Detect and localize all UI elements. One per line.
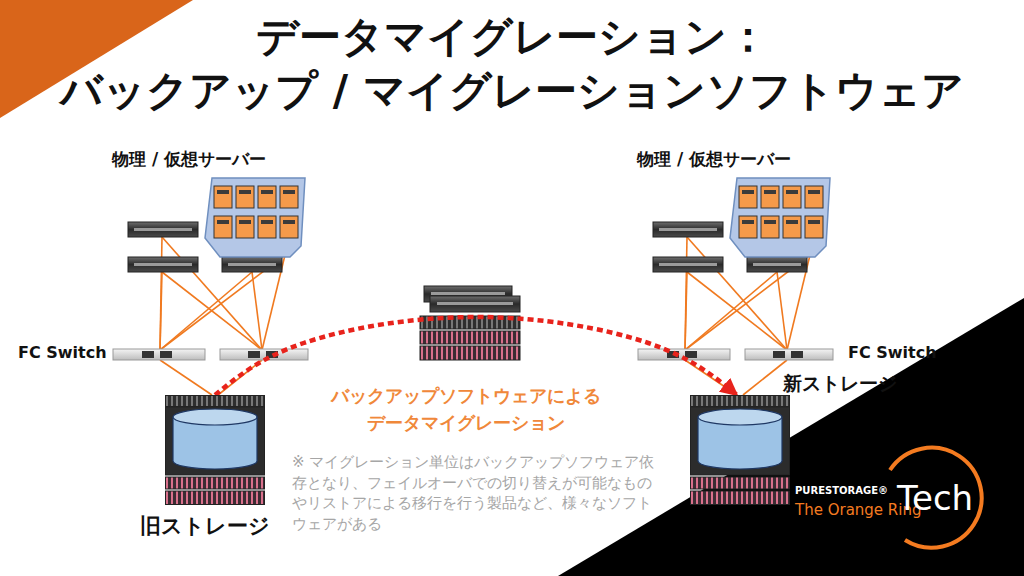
storage-array <box>166 477 265 489</box>
storage-array <box>166 491 265 505</box>
storage-array <box>691 407 790 475</box>
server-group <box>638 178 833 395</box>
backup-server <box>420 346 520 360</box>
group-heading: 物理 / 仮想サーバー <box>112 149 266 169</box>
storage-array <box>166 407 265 475</box>
storage-array <box>691 477 790 489</box>
storage-node: 旧ストレージ <box>165 395 265 505</box>
storage-array <box>256 417 257 461</box>
storage-array <box>698 409 782 425</box>
storage-array <box>691 396 790 407</box>
brand-logo: Tech <box>897 478 973 519</box>
backup-server <box>437 302 513 305</box>
storage-array <box>781 417 782 461</box>
logo-ring <box>890 448 982 548</box>
storage-array <box>166 396 265 407</box>
title: データマイグレーション： バックアップ / マイグレーションソフトウェア <box>32 10 992 118</box>
note: ※ マイグレーション単位はバックアップソフウェア依存となり、フェイルオーバでの切… <box>292 452 656 534</box>
backup-server <box>431 292 505 295</box>
storage-node: 新ストレージ <box>690 395 790 505</box>
switch-label: FC Switch <box>18 343 107 362</box>
migration-arrow <box>215 317 737 395</box>
storage-array <box>697 417 698 461</box>
storage-array <box>172 417 173 461</box>
backup-server <box>430 296 520 312</box>
backup-server <box>420 286 520 360</box>
server-group <box>113 178 308 395</box>
storage-array <box>691 491 790 505</box>
storage-array <box>173 409 257 425</box>
storage-label: 旧ストレージ <box>140 512 270 540</box>
migration-caption: バックアップソフトウェアによる データマイグレーション <box>328 382 604 436</box>
logo-ring <box>890 448 982 548</box>
title-text: データマイグレーション： バックアップ / マイグレーションソフトウェア <box>60 12 964 115</box>
storage-label: 新ストレージ <box>783 371 897 397</box>
line-spacer <box>802 10 992 64</box>
backup-server <box>420 331 520 344</box>
line-spacer <box>32 10 222 64</box>
switch-label: FC Switch <box>848 343 937 362</box>
corner-band <box>558 298 1024 576</box>
backup-server <box>420 316 520 329</box>
storage-array <box>690 395 790 505</box>
group-heading: 物理 / 仮想サーバー <box>637 149 791 169</box>
brand-logo: PURESTORAGE® <box>795 485 888 497</box>
storage-array <box>165 395 265 505</box>
